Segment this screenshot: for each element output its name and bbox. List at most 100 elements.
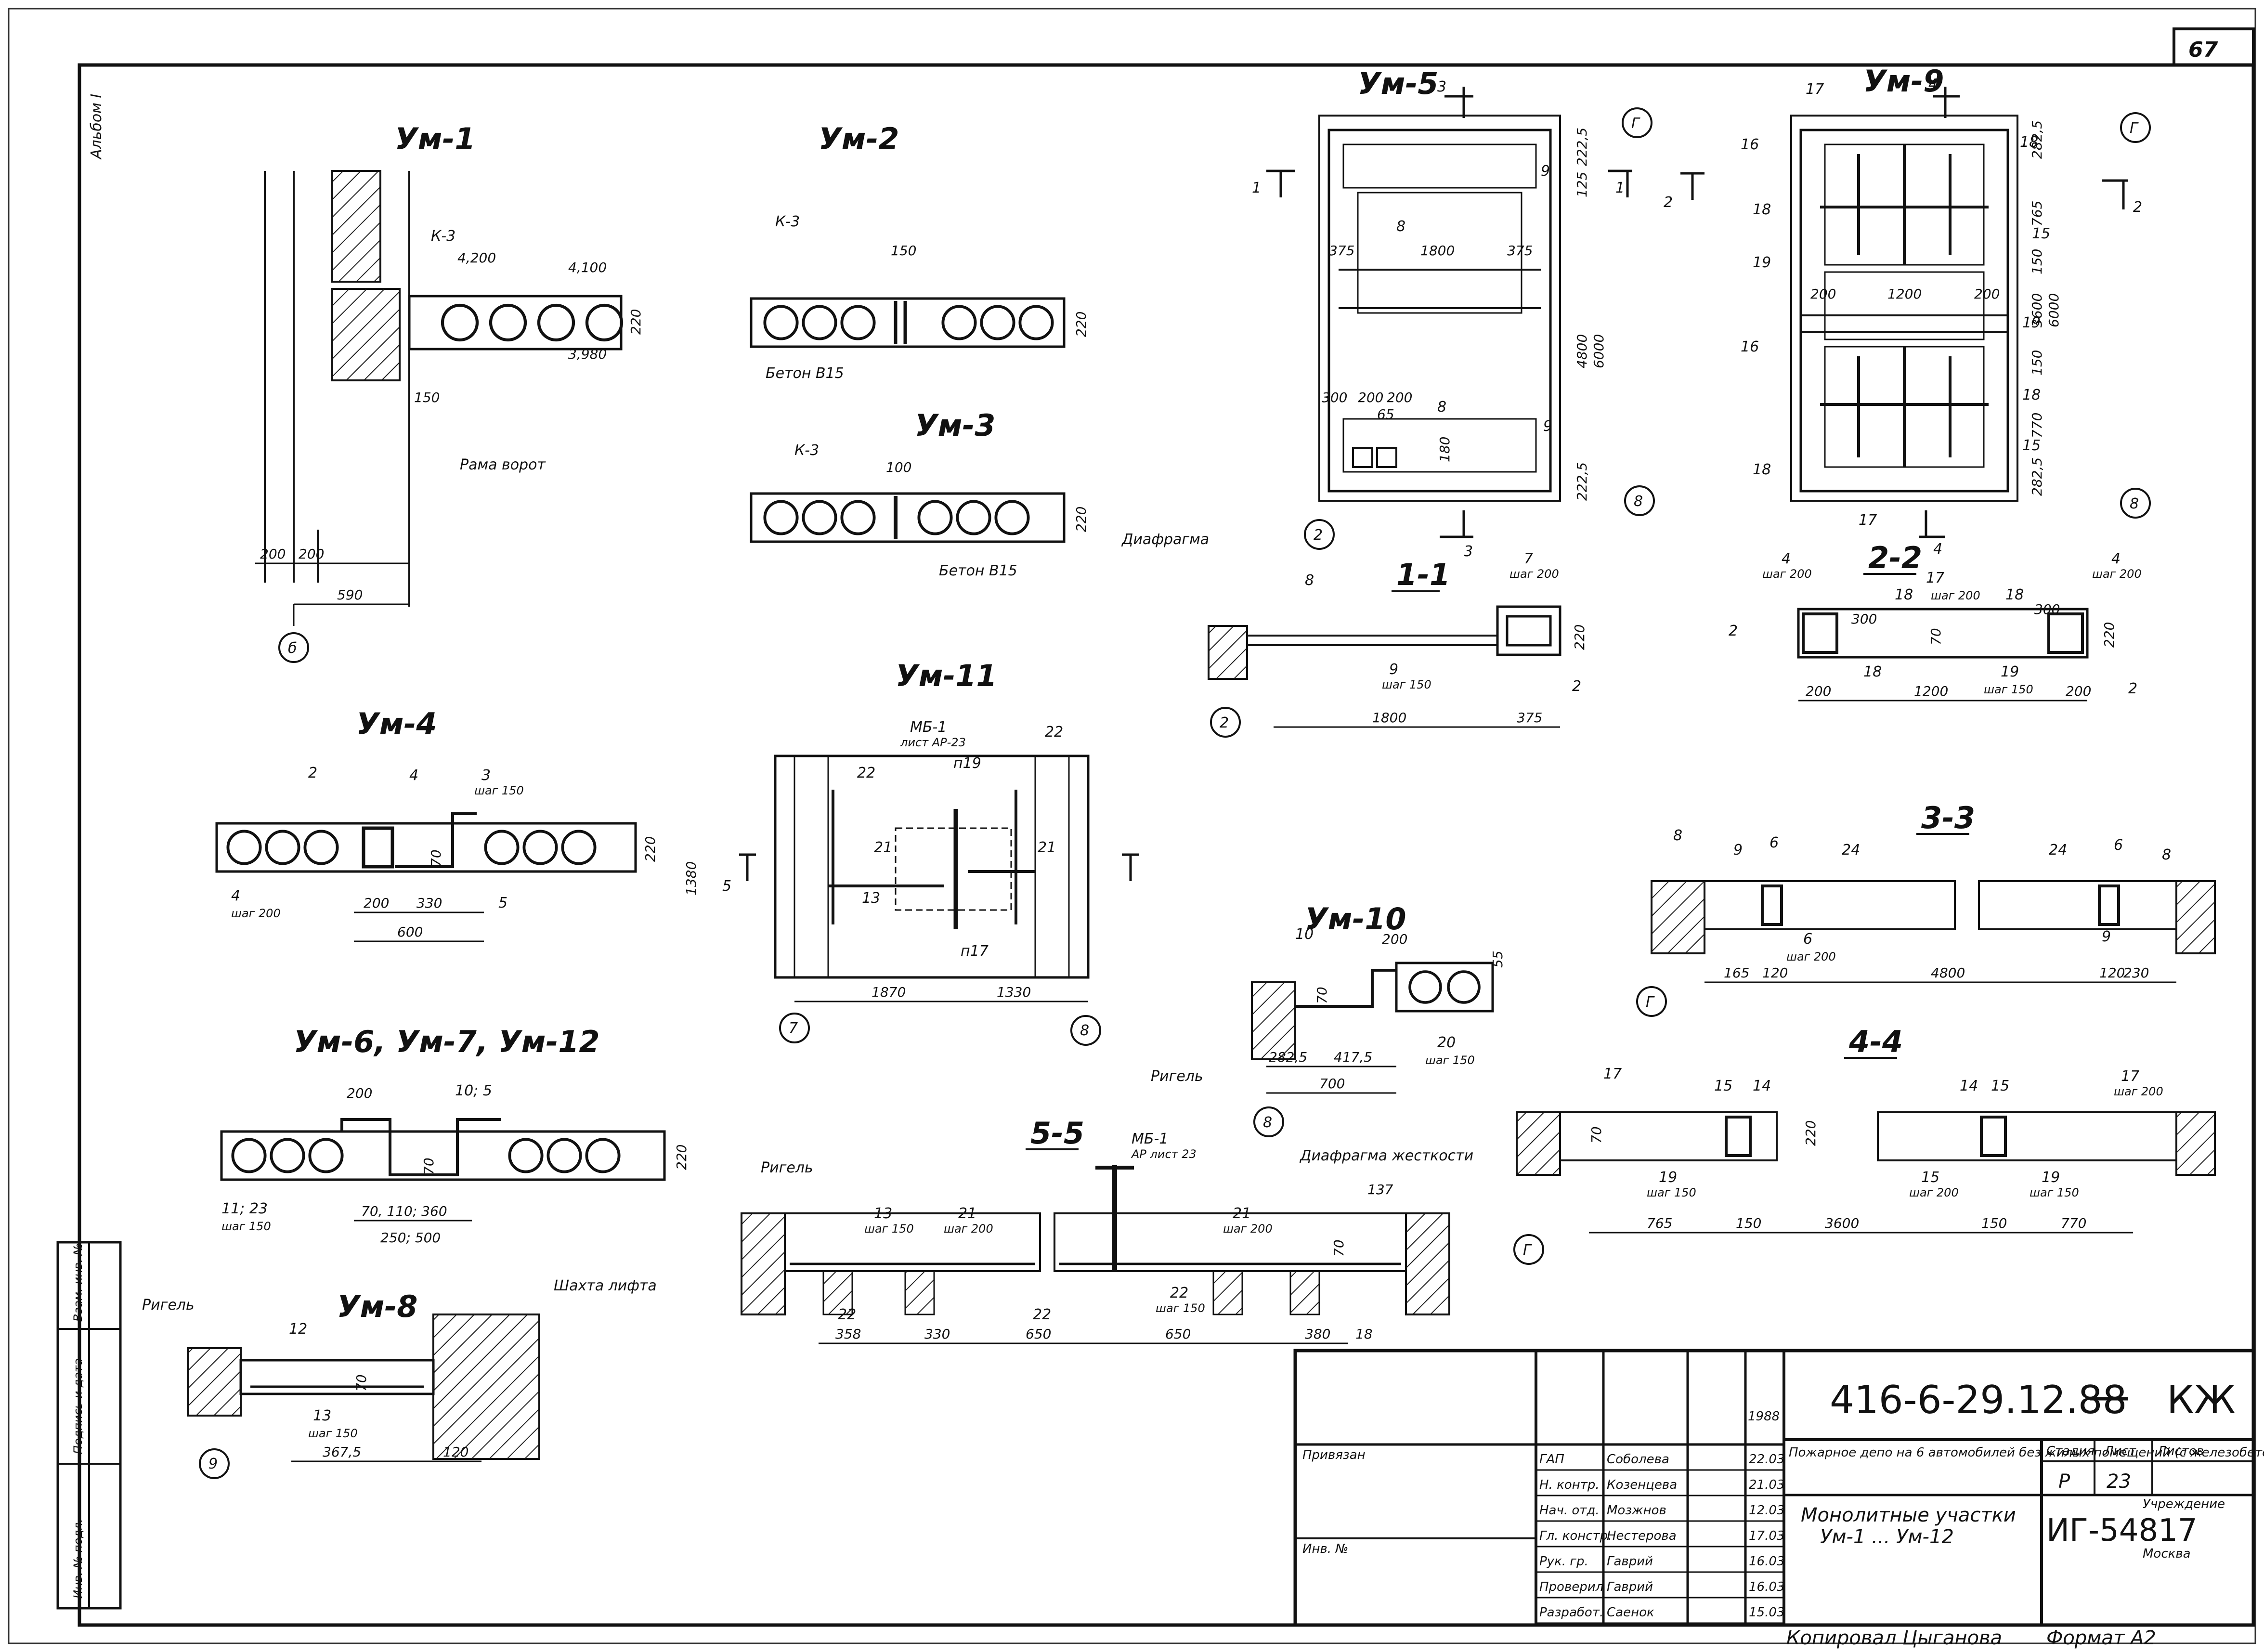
svg-text:65: 65 (1377, 406, 1394, 422)
svg-text:21: 21 (1038, 839, 1056, 856)
svg-text:шаг 200: шаг 200 (231, 907, 281, 920)
svg-text:п17: п17 (961, 943, 989, 960)
svg-text:120: 120 (1762, 965, 1788, 981)
svg-text:б: б (288, 640, 297, 657)
svg-text:150: 150 (2029, 249, 2045, 274)
svg-text:9: 9 (2102, 928, 2111, 945)
svg-text:4: 4 (2111, 550, 2121, 567)
um3-title: Ум-3 (915, 408, 995, 443)
svg-text:16: 16 (1741, 136, 1759, 153)
svg-text:700: 700 (1319, 1076, 1345, 1092)
title-block-name: Саенок (1607, 1605, 1654, 1620)
svg-text:МБ-1: МБ-1 (1132, 1131, 1168, 1147)
svg-text:375: 375 (1507, 243, 1533, 259)
svg-text:770: 770 (2029, 413, 2045, 438)
title-block-name: Гаврий (1607, 1580, 1653, 1594)
svg-text:3600: 3600 (1825, 1215, 1859, 1231)
svg-text:200: 200 (1382, 931, 1407, 947)
svg-text:222,5: 222,5 (1574, 128, 1590, 166)
svg-text:4: 4 (1782, 550, 1791, 567)
svg-text:Г: Г (1631, 115, 1640, 132)
svg-text:6000: 6000 (2046, 293, 2062, 327)
svg-text:2: 2 (1729, 623, 1738, 639)
svg-text:шаг 200: шаг 200 (2092, 567, 2142, 581)
svg-text:шаг 150: шаг 150 (1382, 678, 1431, 691)
svg-text:Формат А2: Формат А2 (2046, 1627, 2156, 1649)
svg-text:19: 19 (2001, 663, 2019, 680)
svg-text:1380: 1380 (683, 861, 699, 896)
svg-text:220: 220 (628, 309, 644, 335)
svg-text:3: 3 (481, 767, 491, 784)
svg-text:2: 2 (2133, 199, 2142, 216)
svg-text:2: 2 (1314, 527, 1323, 544)
sheet-number: 67 (2188, 38, 2218, 62)
svg-text:5: 5 (722, 878, 731, 895)
svg-text:17: 17 (1926, 570, 1944, 586)
um9-title: Ум-9 (1863, 64, 1944, 99)
svg-text:24: 24 (1842, 842, 1860, 859)
svg-text:125: 125 (1574, 172, 1590, 197)
svg-text:16: 16 (1741, 338, 1759, 355)
title-block-name: Соболева (1607, 1452, 1669, 1467)
svg-text:22: 22 (1033, 1306, 1051, 1323)
title-block-role: Нач. отд. (1539, 1503, 1600, 1518)
svg-text:18: 18 (2022, 387, 2041, 403)
node-um1: Ум-1 К-3 4,200 4,100 3,980 220 150 Рама … (255, 121, 644, 663)
svg-text:770: 770 (2061, 1215, 2086, 1231)
svg-text:18: 18 (1355, 1326, 1373, 1342)
svg-text:24: 24 (2049, 842, 2067, 859)
svg-text:650: 650 (1026, 1326, 1051, 1342)
svg-text:10: 10 (1295, 926, 1314, 943)
svg-text:20: 20 (1437, 1034, 1456, 1051)
inner-frame (78, 63, 2255, 1627)
svg-text:4: 4 (1928, 76, 1938, 93)
svg-text:Ригель: Ригель (1151, 1068, 1203, 1085)
outer-frame (8, 8, 2256, 1644)
svg-text:шаг 150: шаг 150 (474, 784, 524, 797)
section-4-4: 4-4 17 15 14 14 15 17 шаг 200 70 220 19 … (1513, 1024, 2216, 1265)
section-3-3: 3-3 8 9 6 24 24 6 8 6 шаг 200 9 165 120 … (1636, 800, 2216, 1017)
svg-text:7: 7 (1524, 550, 1533, 567)
svg-text:шаг 150: шаг 150 (1425, 1054, 1475, 1067)
svg-text:8: 8 (1673, 827, 1682, 844)
svg-text:шаг 150: шаг 150 (1984, 683, 2033, 696)
svg-text:Взам. инв. №: Взам. инв. № (71, 1243, 85, 1322)
svg-text:Пожарное депо на 6 автомобилей: Пожарное депо на 6 автомобилей без жилых… (1789, 1445, 2264, 1460)
svg-text:7: 7 (789, 1020, 798, 1037)
svg-text:120: 120 (443, 1444, 468, 1460)
svg-text:17: 17 (1603, 1066, 1622, 1082)
svg-text:Москва: Москва (2143, 1547, 2191, 1561)
svg-text:70, 110; 360: 70, 110; 360 (361, 1203, 447, 1219)
svg-text:ИГ-54817: ИГ-54817 (2046, 1513, 2198, 1548)
node-um5: Ум-5 3 1 1 Г 9 8 375 1800 375 300 200 20… (1252, 66, 1655, 560)
svg-text:шаг 200: шаг 200 (1909, 1186, 1959, 1199)
svg-text:230: 230 (2123, 965, 2149, 981)
svg-text:6000: 6000 (1591, 334, 1607, 368)
svg-text:200: 200 (1806, 683, 1831, 699)
svg-text:Лист: Лист (2104, 1444, 2136, 1458)
svg-text:8: 8 (2130, 495, 2139, 512)
svg-text:4800: 4800 (1931, 965, 1965, 981)
title-block-name: Гаврий (1607, 1554, 1653, 1569)
svg-text:1200: 1200 (1914, 683, 1948, 699)
svg-text:23: 23 (2107, 1470, 2131, 1493)
svg-text:100: 100 (886, 459, 911, 475)
svg-text:330: 330 (924, 1326, 950, 1342)
svg-text:13: 13 (862, 890, 880, 907)
svg-text:шаг 150: шаг 150 (1156, 1301, 1205, 1315)
svg-text:8: 8 (1080, 1022, 1089, 1039)
svg-text:6: 6 (1770, 834, 1779, 851)
title-block-name: Нестерова (1607, 1529, 1677, 1543)
um4-title: Ум-4 (356, 706, 437, 741)
svg-text:Ум-1 ... Ум-12: Ум-1 ... Ум-12 (1820, 1526, 1954, 1548)
section-4-4-title: 4-4 (1848, 1024, 1903, 1059)
svg-text:300: 300 (1322, 390, 1347, 405)
node-um4: Ум-4 2 4 3 шаг 150 4 шаг 200 70 220 200 … (215, 706, 658, 942)
svg-text:4800: 4800 (1574, 334, 1590, 368)
svg-text:15: 15 (2032, 225, 2050, 242)
svg-text:137: 137 (1367, 1182, 1393, 1197)
svg-text:70: 70 (1588, 1126, 1604, 1144)
svg-text:АР лист 23: АР лист 23 (1131, 1147, 1197, 1161)
svg-text:2: 2 (1664, 194, 1673, 211)
svg-text:Листов: Листов (2157, 1444, 2204, 1458)
